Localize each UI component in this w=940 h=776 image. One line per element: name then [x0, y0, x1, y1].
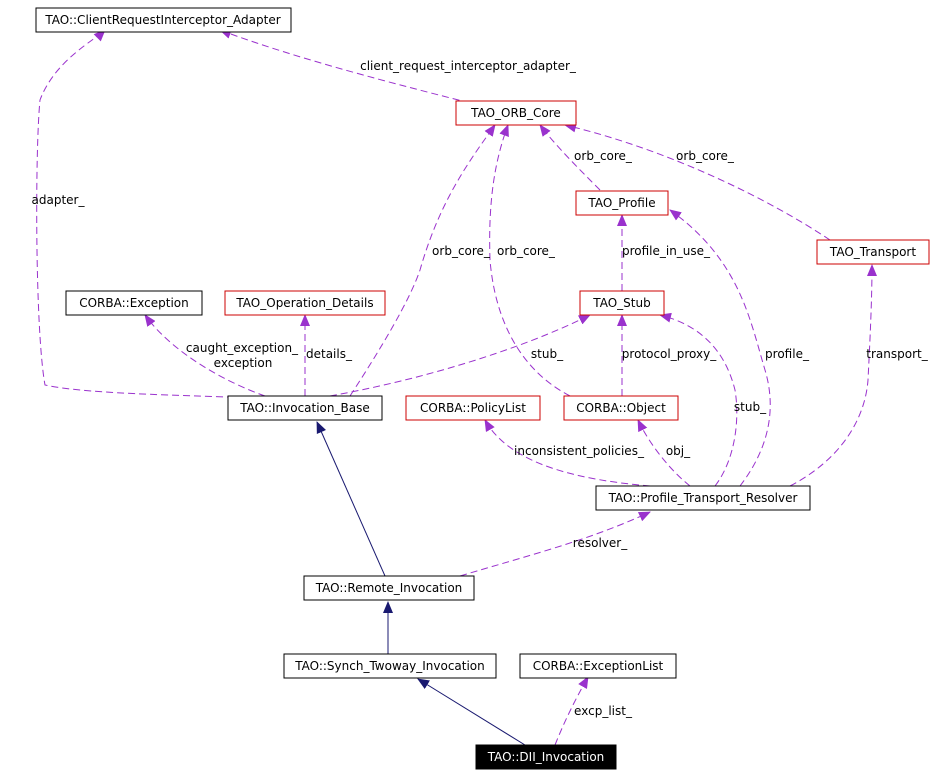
node-policy-list-label: CORBA::PolicyList: [420, 401, 526, 415]
label-excp-list: excp_list_: [574, 704, 633, 718]
label-orb-core-base: orb_core_: [432, 244, 491, 258]
label-client-request-interceptor-adapter: client_request_interceptor_adapter_: [360, 59, 577, 73]
edge-inconsistent-policies: [484, 419, 651, 487]
label-stub-base: stub_: [531, 347, 564, 361]
node-invocation-base[interactable]: TAO::Invocation_Base: [227, 395, 383, 421]
label-stub-resolver: stub_: [734, 400, 767, 414]
node-transport-label: TAO_Transport: [829, 245, 916, 259]
edge-stub-base: [329, 314, 591, 397]
node-remote-invocation[interactable]: TAO::Remote_Invocation: [303, 575, 475, 601]
node-orb-core[interactable]: TAO_ORB_Core: [455, 100, 577, 126]
label-orb-core-profile: orb_core_: [574, 149, 633, 163]
node-invocation-base-label: TAO::Invocation_Base: [239, 401, 369, 415]
node-client-request-interceptor-adapter-label: TAO::ClientRequestInterceptor_Adapter: [44, 13, 280, 27]
node-exception-list[interactable]: CORBA::ExceptionList: [519, 653, 677, 679]
node-policy-list[interactable]: CORBA::PolicyList: [405, 395, 541, 421]
node-remote-invocation-label: TAO::Remote_Invocation: [315, 581, 463, 595]
label-adapter: adapter_: [32, 193, 86, 207]
edge-transport-resolver: [789, 264, 877, 487]
node-synch-twoway-invocation-label: TAO::Synch_Twoway_Invocation: [294, 659, 485, 673]
edge-orb-core-object: [489, 124, 571, 397]
node-client-request-interceptor-adapter[interactable]: TAO::ClientRequestInterceptor_Adapter: [35, 7, 292, 33]
label-transport-resolver: transport_: [866, 347, 928, 361]
label-caught-exception: caught_exception_: [186, 341, 299, 355]
label-exception: exception: [214, 356, 273, 370]
node-profile-label: TAO_Profile: [587, 196, 655, 210]
edge-labels: client_request_interceptor_adapter_ adap…: [32, 59, 929, 718]
node-dii-invocation[interactable]: TAO::DII_Invocation: [475, 744, 617, 770]
label-obj: obj_: [666, 444, 691, 458]
node-exception-list-label: CORBA::ExceptionList: [533, 659, 664, 673]
node-stub-label: TAO_Stub: [592, 296, 650, 310]
edges: [36, 29, 877, 746]
edge-orb-core-profile: [539, 124, 601, 191]
node-corba-exception-label: CORBA::Exception: [79, 296, 189, 310]
label-protocol-proxy: protocol_proxy_: [622, 347, 717, 361]
edge-caught-exception: [144, 314, 266, 397]
node-stub[interactable]: TAO_Stub: [579, 290, 665, 316]
nodes: TAO::ClientRequestInterceptor_Adapter TA…: [35, 7, 930, 770]
node-operation-details[interactable]: TAO_Operation_Details: [224, 290, 386, 316]
label-profile-in-use: profile_in_use_: [622, 244, 711, 258]
edge-orb-core-base: [349, 124, 496, 397]
edge-stub-resolver: [659, 312, 738, 487]
node-orb-core-label: TAO_ORB_Core: [470, 106, 561, 120]
node-synch-twoway-invocation[interactable]: TAO::Synch_Twoway_Invocation: [283, 653, 497, 679]
label-orb-core-transport: orb_core_: [676, 149, 735, 163]
node-profile-transport-resolver[interactable]: TAO::Profile_Transport_Resolver: [595, 485, 811, 511]
node-corba-object-label: CORBA::Object: [576, 401, 666, 415]
edge-resolver: [459, 511, 651, 577]
node-corba-object[interactable]: CORBA::Object: [563, 395, 679, 421]
node-transport[interactable]: TAO_Transport: [816, 239, 930, 265]
node-corba-exception[interactable]: CORBA::Exception: [65, 290, 203, 316]
edge-client-request-interceptor-adapter: [219, 29, 471, 104]
label-profile-resolver: profile_: [765, 347, 810, 361]
node-profile[interactable]: TAO_Profile: [575, 190, 669, 216]
label-inconsistent-policies: inconsistent_policies_: [514, 444, 645, 458]
node-profile-transport-resolver-label: TAO::Profile_Transport_Resolver: [608, 491, 798, 505]
node-operation-details-label: TAO_Operation_Details: [235, 296, 373, 310]
node-dii-invocation-label: TAO::DII_Invocation: [487, 750, 605, 764]
edge-excp-list: [554, 676, 589, 746]
label-orb-core-object: orb_core_: [497, 244, 556, 258]
edge-profile-resolver: [669, 209, 771, 487]
edge-orb-core-transport: [564, 122, 831, 241]
label-resolver: resolver_: [573, 536, 628, 550]
edge-inherit-dii-synch: [417, 678, 526, 746]
label-details: details_: [306, 347, 353, 361]
edge-inherit-remote-base: [316, 421, 386, 577]
